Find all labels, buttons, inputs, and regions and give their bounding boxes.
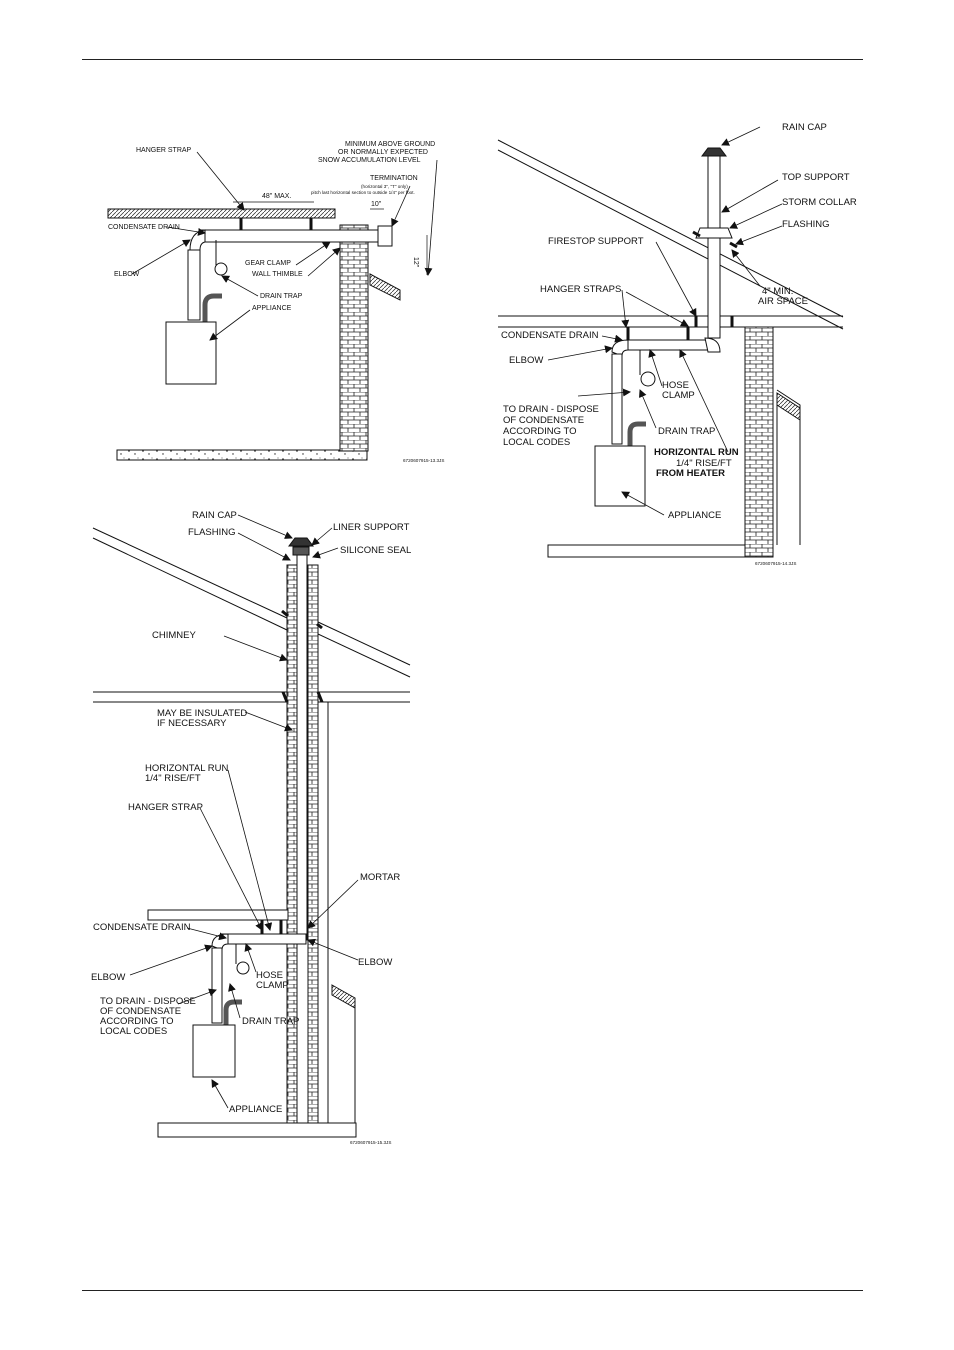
- horizontal-vent-pipe-3: [221, 933, 307, 945]
- label-appliance-3: APPLIANCE: [229, 1104, 282, 1115]
- vertical-vent-pipe-2: [707, 155, 721, 339]
- storm-collar: [695, 227, 733, 239]
- appliance-box-3: [192, 1024, 236, 1078]
- label-min-above-ground-2: OR NORMALLY EXPECTED: [338, 149, 428, 156]
- label-air-space-1: 4" MIN.: [762, 286, 793, 297]
- label-to-drain-2a: TO DRAIN - DISPOSE: [503, 404, 599, 415]
- floor-slab: [116, 449, 368, 461]
- ceiling-joist: [107, 208, 336, 219]
- label-rain-cap-3: RAIN CAP: [192, 510, 237, 521]
- outside-ground: [369, 273, 401, 301]
- label-termination-note-1: (horizontal 3", "T" only): [361, 184, 408, 189]
- vertical-vent-pipe: [187, 249, 201, 321]
- label-flashing-3: FLASHING: [188, 527, 236, 538]
- horizontal-termination-diagram: [107, 151, 438, 461]
- label-wall-thimble: WALL THIMBLE: [252, 271, 303, 278]
- footer-rule: [82, 1290, 863, 1291]
- label-air-space-2: AIR SPACE: [758, 296, 808, 307]
- label-flashing-2: FLASHING: [782, 219, 830, 230]
- label-hanger-straps: HANGER STRAPS: [540, 284, 621, 295]
- label-drain-trap-3: DRAIN TRAP: [242, 1016, 299, 1027]
- label-gear-clamp: GEAR CLAMP: [245, 260, 291, 267]
- label-appliance-2: APPLIANCE: [668, 510, 721, 521]
- label-hose-clamp-2b: CLAMP: [662, 390, 695, 401]
- label-elbow-3-left: ELBOW: [91, 972, 125, 983]
- label-horizontal-run-2c: FROM HEATER: [656, 468, 725, 479]
- chimney-left-wall: [286, 564, 298, 1126]
- label-drain-trap-2: DRAIN TRAP: [658, 426, 715, 437]
- brick-wall-2: [744, 326, 774, 558]
- label-min-above-ground-3: SNOW ACCUMULATION LEVEL: [318, 157, 421, 164]
- appliance-box: [165, 321, 217, 385]
- label-horizontal-run-2b: 1/4" RISE/FT: [676, 458, 732, 469]
- label-hanger-strap: HANGER STRAP: [136, 147, 192, 154]
- rain-cap-3: [288, 537, 314, 547]
- label-dim-12: 12": [412, 257, 419, 268]
- label-to-drain-3d: LOCAL CODES: [100, 1026, 167, 1037]
- label-to-drain-3c: ACCORDING TO: [100, 1016, 174, 1027]
- chimney-liner: [296, 554, 308, 941]
- label-elbow-2: ELBOW: [509, 355, 543, 366]
- appliance-pipe: [202, 293, 222, 322]
- label-appliance: APPLIANCE: [252, 305, 292, 312]
- label-horizontal-run-3b: 1/4" RISE/FT: [145, 773, 201, 784]
- horizontal-termination-labels: HANGER STRAP MINIMUM ABOVE GROUND OR NOR…: [108, 141, 444, 463]
- chimney-liner-labels: RAIN CAP FLASHING LINER SUPPORT SILICONE…: [91, 510, 411, 1145]
- label-storm-collar: STORM COLLAR: [782, 197, 857, 208]
- label-hanger-strap-3: HANGER STRAP: [128, 802, 203, 813]
- figure-code-2: 6720607915-14.3JS: [755, 561, 796, 566]
- header-rule: [82, 59, 863, 60]
- label-hose-clamp-2a: HOSE: [662, 380, 689, 391]
- rain-cap-2: [701, 147, 727, 157]
- label-mortar: MORTAR: [360, 872, 400, 883]
- brick-wall: [339, 224, 369, 452]
- floor-upper-3: [147, 909, 289, 921]
- vertical-drain-pipe-2: [611, 353, 623, 445]
- label-horizontal-run-2a: HORIZONTAL RUN: [654, 447, 739, 458]
- floor-lower-3: [157, 1122, 357, 1138]
- label-condensate-drain: CONDENSATE DRAIN: [108, 224, 180, 231]
- label-rain-cap-2: RAIN CAP: [782, 122, 827, 133]
- roof-termination-diagram: [497, 126, 844, 558]
- chimney-right-wall: [307, 564, 319, 1126]
- drain-trap-loop: [214, 262, 228, 276]
- label-termination: TERMINATION: [370, 175, 418, 182]
- label-firestop-support: FIRESTOP SUPPORT: [548, 236, 644, 247]
- label-condensate-drain-3: CONDENSATE DRAIN: [93, 922, 191, 933]
- label-to-drain-2d: LOCAL CODES: [503, 437, 570, 448]
- figure-code-1: 6720607915-13.3JS: [403, 458, 444, 463]
- elbow-top-2: [704, 337, 721, 353]
- label-horizontal-run-3a: HORIZONTAL RUN: [145, 763, 229, 774]
- label-48-max: 48" MAX.: [262, 193, 291, 200]
- roof-termination-labels: RAIN CAP TOP SUPPORT STORM COLLAR FLASHI…: [501, 122, 857, 566]
- floor-slab-2: [547, 544, 774, 558]
- label-drain-trap: DRAIN TRAP: [260, 293, 303, 300]
- chimney-liner-diagram: [92, 514, 411, 1138]
- termination-tee: [377, 225, 393, 247]
- label-may-be-insulated-1: MAY BE INSULATED: [157, 708, 247, 719]
- label-elbow: ELBOW: [114, 271, 140, 278]
- label-silicone-seal: SILICONE SEAL: [340, 545, 411, 556]
- appliance-box-2: [594, 445, 646, 507]
- label-to-drain-3b: OF CONDENSATE: [100, 1006, 181, 1017]
- label-to-drain-3a: TO DRAIN - DISPOSE: [100, 996, 196, 1007]
- label-liner-support: LINER SUPPORT: [333, 522, 410, 533]
- label-condensate-drain-2: CONDENSATE DRAIN: [501, 330, 599, 341]
- drain-trap-loop-2: [640, 371, 656, 387]
- horizontal-vent-pipe: [199, 229, 381, 243]
- label-dim-10: 10": [371, 201, 382, 208]
- label-top-support: TOP SUPPORT: [782, 172, 850, 183]
- figure-code-3: 6720607915-15.3JS: [350, 1140, 391, 1145]
- label-to-drain-2b: OF CONDENSATE: [503, 415, 584, 426]
- label-may-be-insulated-2: IF NECESSARY: [157, 718, 227, 729]
- label-elbow-3-right: ELBOW: [358, 957, 392, 968]
- label-hose-clamp-3a: HOSE: [256, 970, 283, 981]
- label-chimney: CHIMNEY: [152, 630, 196, 641]
- horizontal-vent-pipe-2: [627, 339, 711, 351]
- label-termination-note-2: pitch last horizontal section to outside…: [311, 190, 415, 195]
- label-to-drain-2c: ACCORDING TO: [503, 426, 577, 437]
- label-min-above-ground-1: MINIMUM ABOVE GROUND: [345, 141, 435, 148]
- label-hose-clamp-3b: CLAMP: [256, 980, 289, 991]
